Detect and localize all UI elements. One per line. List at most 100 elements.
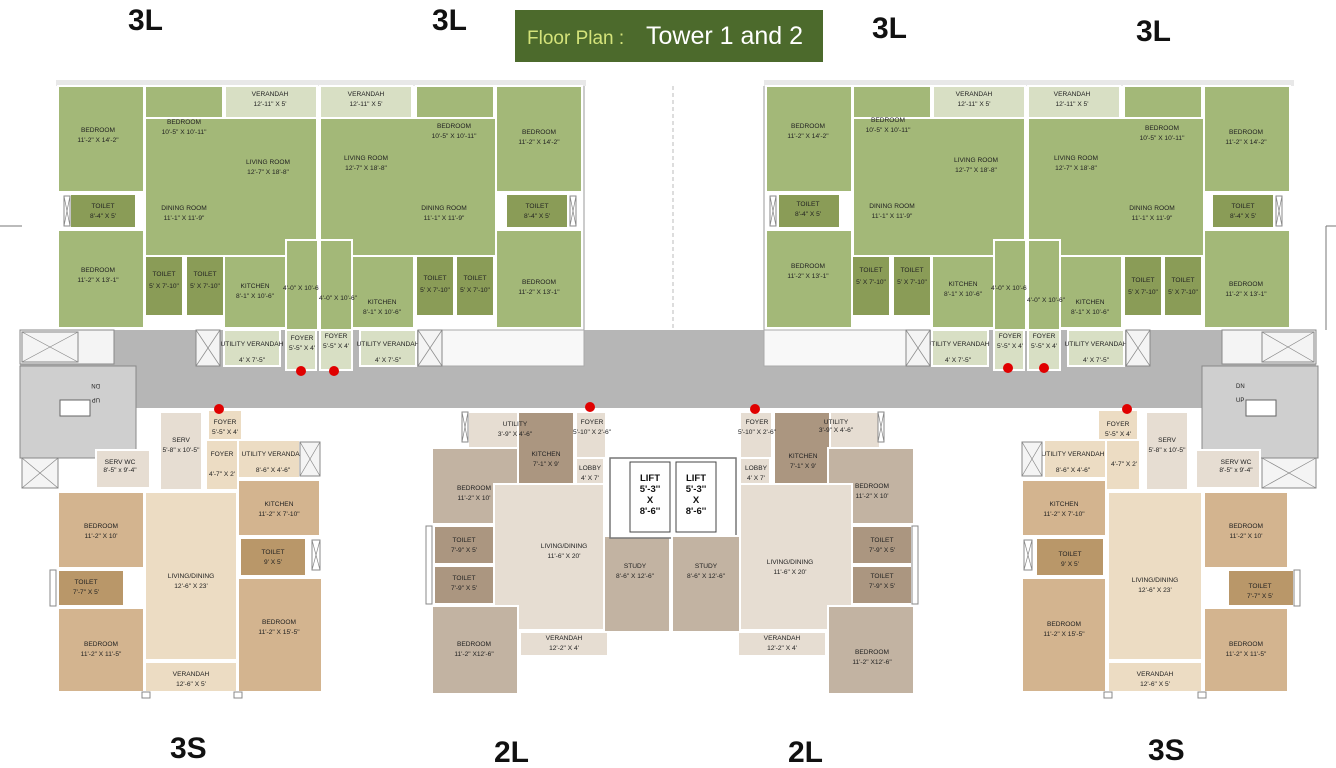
room-name: FOYER [211,451,234,458]
unit-type-label: 3L [1136,15,1171,48]
header: Floor Plan : Tower 1 and 2 [515,10,823,62]
room-dim: 8'-1" X 10'-6" [363,309,402,316]
room-dim: 11'-2" X 11'-5" [81,651,122,658]
unit-3l-top-left-2: VERANDAH 12'-11" X 5' BEDROOM 10'-5" X 1… [319,85,583,371]
unit-3l-top-right-1: BEDROOM 11'-2" X 14'-2" BEDROOM 10'-5" X… [765,85,1030,371]
room-name: BEDROOM [1145,125,1179,132]
room-dim: 11'-2" X 13'-1" [787,273,829,280]
room-dim: 5'-5" X 4' [212,429,238,436]
entry-marker [750,404,760,414]
room-dim: 8'-4" X 5' [524,213,550,220]
room-dim: 4'-0" X 10'-6" [991,285,1030,292]
entry-markers [214,363,1132,414]
room-dim: 10'-5" X 10'-11" [866,127,911,134]
room-name: VERANDAH [1137,671,1174,678]
room-dim: 4' X 7'-5" [945,357,972,364]
room-name: TOILET [871,537,894,544]
room-dim: 11'-2" X12'-6" [852,659,892,666]
building-outline [0,80,1336,345]
room-name: BEDROOM [855,483,889,490]
room-name: FOYER [1107,421,1130,428]
room-dim: 11'-2" X 15'-5" [258,629,300,636]
shaft-markers [21,195,1317,571]
room-name: DINING ROOM [161,205,206,212]
room-name: TOILET [153,271,176,278]
room-name: BEDROOM [791,123,825,130]
room-name: UTILITY VERANDAH [221,341,284,348]
room-name: KITCHEN [532,451,561,458]
room-name: VERANDAH [956,91,993,98]
unit-3l-top-right-2: VERANDAH 12'-11" X 5' BEDROOM 10'-5" X 1… [1027,85,1291,371]
room-name: VERANDAH [1054,91,1091,98]
stair-dn-label: DN [1236,384,1245,390]
room-name: KITCHEN [1050,501,1079,508]
unit-2l-bottom-right: FOYER 5'-10" X 2'-6" UTILITY 3'-9" X 4'-… [671,411,915,695]
unit-type-label: 3L [128,4,163,37]
room-name: SERV WC [1221,459,1252,466]
room-dim: 5'-8" x 10'-5" [1149,447,1187,454]
unit-2l-bottom-left: UTILITY 3'-9" X 4'-6" FOYER 5'-10" X 2'-… [431,411,671,695]
room-dim: 11'-2" X 14'-2" [1225,139,1267,146]
room-name: BEDROOM [457,641,491,648]
room-name: LIVING ROOM [1054,155,1098,162]
room-dim: 8'-4" X 5' [795,211,821,218]
room-dim: 11'-2" X 14'-2" [518,139,560,146]
unit-3l-top-left-1: BEDROOM 11'-2" X 14'-2" BEDROOM 10'-5" X… [57,85,322,371]
room-name: TOILET [1059,551,1082,558]
room-dim: 4'-0" X 10'-6" [283,285,322,292]
stair-up-label: UP [92,396,100,402]
room-dim: 5' X 7'-10" [1168,289,1198,296]
room-name: TOILET [1172,277,1195,284]
room-name: SERV [1158,437,1176,444]
entry-marker [214,404,224,414]
room-name: BEDROOM [84,523,118,530]
room-name: FOYER [291,335,314,342]
room-name: BEDROOM [167,119,201,126]
room-name: SERV WC [105,459,136,466]
room-dim: 8'-6" X 4'-6" [256,467,291,474]
room-name: BEDROOM [855,649,889,656]
room-dim: 7'-9" X 5' [451,547,477,554]
lift-dim: 8'-6'' [640,506,661,517]
room-name: UTILITY [503,421,528,428]
room-name: LIVING/DINING [1132,577,1179,584]
room-dim: 4' X 7'-5" [1083,357,1110,364]
unit-3s-bottom-right: FOYER 5'-5" X 4' UTILITY VERANDAH 8'-6" … [1021,409,1295,693]
room-name: KITCHEN [368,299,397,306]
room-dim: 5' X 7'-10" [420,287,450,294]
room-dim: 5'-5" X 4' [997,343,1023,350]
room-name: VERANDAH [348,91,385,98]
room-dim: 12'-6" X 5' [176,681,206,688]
room-name: FOYER [214,419,237,426]
room-dim: 5'-10" X 2'-6" [738,429,777,436]
room-dim: 4' X 7' [747,475,765,482]
lift-dim: 5'-3'' [686,484,707,495]
room-name: BEDROOM [437,123,471,130]
room-dim: 5' X 7'-10" [897,279,927,286]
room-dim: 8'-5" x 9'-4" [103,467,137,474]
room-name: STUDY [695,563,718,570]
room-name: FOYER [999,333,1022,340]
room-name: TOILET [871,573,894,580]
windows [49,525,1301,699]
room-dim: 11'-2" X 10' [1230,533,1263,540]
room-dim: 11'-2" X 15'-5" [1043,631,1085,638]
unit-type-label: 3S [1148,734,1185,767]
room-dim: 4'-0" X 10'-6" [319,295,358,302]
room-name: LIVING ROOM [954,157,998,164]
room-name: LIVING/DINING [541,543,588,550]
room-dim: 5'-5" X 4' [323,343,349,350]
lift-core: LIFT 5'-3'' X 8'-6'' LIFT 5'-3'' X 8'-6'… [609,457,737,539]
room-dim: 9' X 5' [264,559,282,566]
room-name: VERANDAH [252,91,289,98]
room-dim: 12'-11" X 5' [350,101,383,108]
lift-name: LIFT [640,473,660,484]
room-name: BEDROOM [522,279,556,286]
room-dim: 11'-1" X 11'-9" [424,215,465,222]
room-name: FOYER [746,419,769,426]
room-dim: 5' X 7'-10" [190,283,220,290]
room-name: UTILITY VERANDAH [1065,341,1128,348]
entry-marker [296,366,306,376]
room-name: LIVING ROOM [344,155,388,162]
room-name: BEDROOM [84,641,118,648]
